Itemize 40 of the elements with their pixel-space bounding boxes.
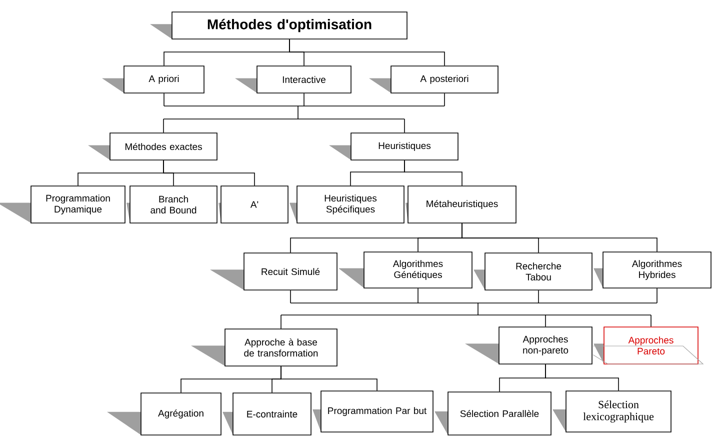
method-box: Métaheuristiques (406, 186, 516, 224)
method-box: Approches non-pareto (465, 326, 592, 364)
title-box: Méthodes d'optimisation (150, 12, 408, 40)
connector-line (545, 314, 546, 327)
method-box: A' (218, 186, 288, 224)
connector-line (289, 39, 445, 66)
method-box: Programmation Par but (312, 390, 434, 432)
connector-line (444, 93, 445, 106)
method-box: Méthodes exactes (88, 132, 218, 160)
method-box: Recuit Simulé (210, 252, 338, 290)
method-box: Algorithmes Génétiques (338, 252, 472, 288)
connector-line (280, 366, 378, 391)
method-box: A posteriori (369, 66, 498, 94)
connector-line (163, 118, 164, 133)
method-box: Approches Pareto (592, 326, 704, 364)
method-box: Sélection Parallèle (434, 392, 552, 436)
method-box: Agrégation (107, 392, 222, 436)
method-box: Heuristiques Spécifiques (290, 186, 404, 224)
method-box: Heuristiques (329, 132, 458, 160)
connector-line (280, 302, 658, 316)
connector-line (462, 223, 658, 252)
connector-line (545, 364, 619, 391)
method-box: Sélection lexicographique (552, 390, 672, 432)
connector-line (650, 314, 652, 327)
method-box: Branch and Bound (126, 186, 218, 224)
connector-line (656, 288, 658, 304)
connector-line (280, 314, 282, 329)
method-box: A priori (102, 66, 204, 94)
connector-line (163, 160, 255, 186)
method-box: E-contrainte (222, 392, 312, 436)
method-box: Approche à base de transformation (191, 328, 338, 366)
connector-line (404, 118, 405, 133)
connector-line (404, 160, 462, 186)
connector-line (163, 106, 445, 120)
method-box: Algorithmes Hybrides (594, 252, 712, 288)
method-box: Interactive (235, 66, 352, 94)
method-box: Programmation Dynamique (0, 186, 126, 224)
connector-line (290, 290, 291, 304)
method-box: Recherche Tabou (474, 252, 592, 290)
connector-line (538, 290, 539, 304)
